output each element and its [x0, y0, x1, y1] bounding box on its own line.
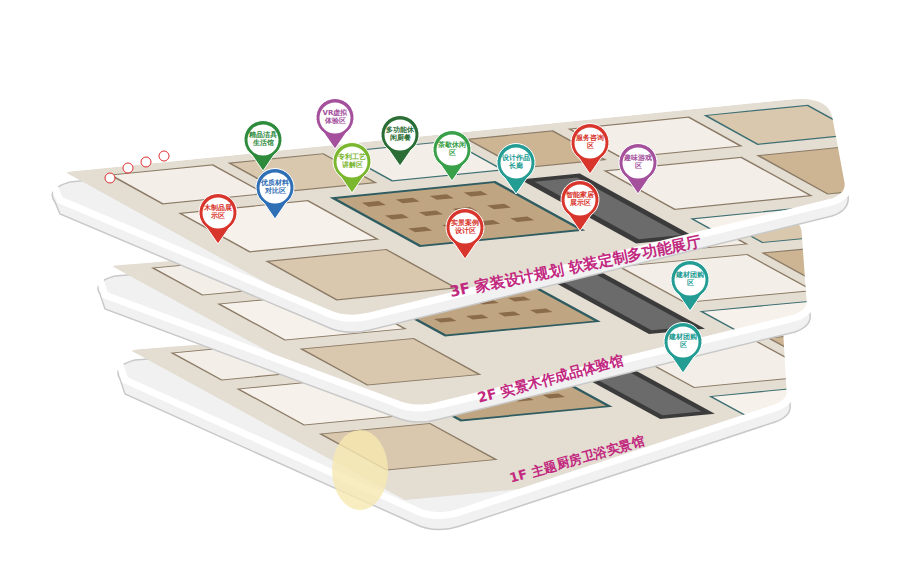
map-pin: 智能家居展示区 [560, 180, 600, 232]
floor-label: 2F 实景木作成品体验馆 [476, 351, 626, 407]
pin-label: 趣味游戏区 [624, 155, 653, 170]
floor-label: 3F 家装设计规划 软装定制多功能展厅 [448, 232, 703, 302]
map-pin: 实景案例设计区 [445, 208, 485, 260]
pin-label: 多功能休闲厨餐 [386, 127, 415, 142]
pin-label: VR虚拟体验区 [321, 110, 350, 125]
map-pin: 趣味游戏区 [618, 143, 658, 195]
map-pin: 茶歇休闲区 [432, 130, 472, 182]
map-pin: 多功能休闲厨餐 [380, 115, 420, 167]
map-pin: 设计作品长廊 [496, 143, 536, 195]
map-pin: 优质材料对比区 [255, 168, 295, 220]
map-pin: 建材团购区 [670, 260, 710, 312]
map-pin: 服务咨询区 [570, 123, 610, 175]
map-pin: 专利工艺讲解区 [332, 142, 372, 194]
pin-label: 专利工艺讲解区 [338, 154, 367, 169]
pin-label: 智能家居展示区 [566, 192, 595, 207]
pin-label: 服务咨询区 [576, 135, 605, 150]
map-pin: VR虚拟体验区 [315, 98, 355, 150]
pin-label: 茶歇休闲区 [438, 142, 467, 157]
pin-label: 木制品展示区 [204, 205, 233, 220]
map-pin: 建材团购区 [663, 322, 703, 374]
pin-label: 实景案例设计区 [451, 220, 480, 235]
pin-label: 建材团购区 [676, 272, 705, 287]
pin-label: 优质材料对比区 [261, 180, 290, 195]
pin-label: 建材团购区 [669, 334, 698, 349]
floor-label: 1F 主题厨房卫浴实景馆 [508, 432, 647, 488]
map-pin: 木制品展示区 [198, 193, 238, 245]
map-pin: 精品洁具生活馆 [243, 120, 283, 172]
pin-label: 设计作品长廊 [502, 155, 531, 170]
pin-label: 精品洁具生活馆 [249, 132, 278, 147]
